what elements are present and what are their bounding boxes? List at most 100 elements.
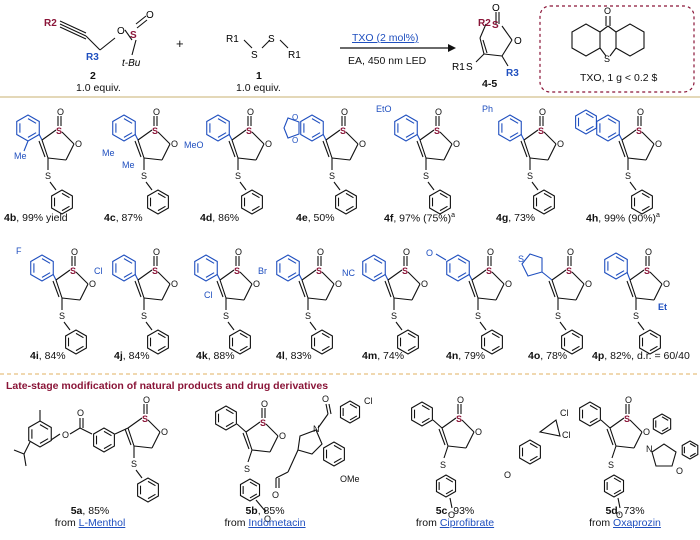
phenyl-ring [533,189,555,215]
aromatic-bond [251,192,260,199]
ring-o: O [171,279,178,289]
sulfinyl-o: O [247,107,254,117]
aromatic-bond [407,332,416,339]
aromatic-bond [571,332,580,339]
dioxole-o: O [292,136,298,145]
bond [551,269,567,281]
aromatic-bond [607,132,617,138]
aromatic-bond [613,489,622,495]
conditions-label: EA, 450 nm LED [348,55,427,67]
bond [157,271,171,285]
bond [449,497,453,509]
bond [325,129,341,141]
ring-o: O [453,139,460,149]
product-structures: SOOSMeSOOSMeMeSOOSMeOSOOSOOSOOSEtOSOOSPh… [14,104,670,355]
ring-o: O [75,139,82,149]
thioether-s: S [59,311,65,321]
aromatic-bond [61,205,70,212]
aromatic-bond [509,118,519,124]
ring-o: O [643,427,650,437]
bond [137,129,153,141]
aryl-ring [239,478,261,502]
thioether-s: S [235,171,241,181]
aromatic-bond [649,332,658,339]
sulfinyl-s: S [234,266,240,276]
f-label: F [16,246,22,256]
aromatic-bond [689,452,696,457]
aryl-ring [30,254,54,282]
bond [161,283,171,301]
bond [523,129,539,141]
aromatic-bond [41,258,51,264]
sulfinyl-s: S [456,414,462,424]
bond [322,140,330,158]
phenyl-ring [51,189,73,215]
r1-atom: R1 [226,34,239,45]
ring-o: O [253,279,260,289]
bond [441,417,457,429]
aromatic-bond [39,424,49,430]
eto-label: EtO [376,104,392,114]
thioether-s: S [45,171,51,181]
oxazole-o: O [676,466,683,476]
bond [307,297,327,301]
bond [621,139,629,159]
bond [63,321,71,331]
aromatic-bond [373,272,383,278]
aromatic-bond [421,404,430,411]
aryl-ring [300,114,324,142]
ester-o: O [264,514,271,524]
bond [621,129,637,141]
bond [137,139,145,159]
aldehyde-o: O [426,248,433,258]
ring-o: O [279,431,286,441]
sulfinyl-s: S [566,266,572,276]
aromatic-bond [311,118,321,124]
phenyl-ring [639,329,661,355]
label-5c: 5c, 93% from Ciprofibrate [415,505,495,529]
aromatic-bond [457,272,467,278]
sulfinyl-o: O [625,395,632,405]
aromatic-bond [613,477,622,483]
sulfinyl-o: O [645,247,652,257]
bond [435,253,447,261]
sulfinyl-o: O [143,395,150,405]
aromatic-bond [615,270,625,276]
bond [447,445,467,449]
phenyl-ring [241,189,263,215]
sulfinyl-s: S [486,266,492,276]
aryl-bond [52,273,57,281]
sulfinyl-o: O [539,107,546,117]
plus-sign: + [176,36,184,51]
bond [441,427,449,447]
carbonyl-o: O [272,490,279,500]
bond [147,419,161,433]
label-4f: 4f, 97% (75%)a [384,212,456,225]
sulfinyl-o: O [57,107,64,117]
label-4o: 4o, 78% [528,350,568,362]
sulfinyl-s: S [644,266,650,276]
aromatic-bond [157,332,166,339]
bond [161,143,171,161]
dioxole-ring [283,117,300,139]
aryl-ring [194,254,218,282]
label-4e: 4e, 50% [296,212,335,224]
aromatic-bond [571,345,580,352]
et-label: Et [658,302,667,312]
bond [531,181,539,191]
phenyl-ring [147,329,169,355]
bond [298,280,306,298]
ring-o: O [89,279,96,289]
bond [143,157,163,161]
bond [615,445,635,449]
bond [301,279,309,299]
phenyl-ring [429,189,451,215]
thioether-s: S [305,311,311,321]
bond [617,497,621,509]
r2-atom: R2 [44,18,57,29]
cl-label: Cl [562,430,571,440]
bond [439,131,453,145]
thioether-s: S [633,311,639,321]
aromatic-bond [123,118,133,124]
